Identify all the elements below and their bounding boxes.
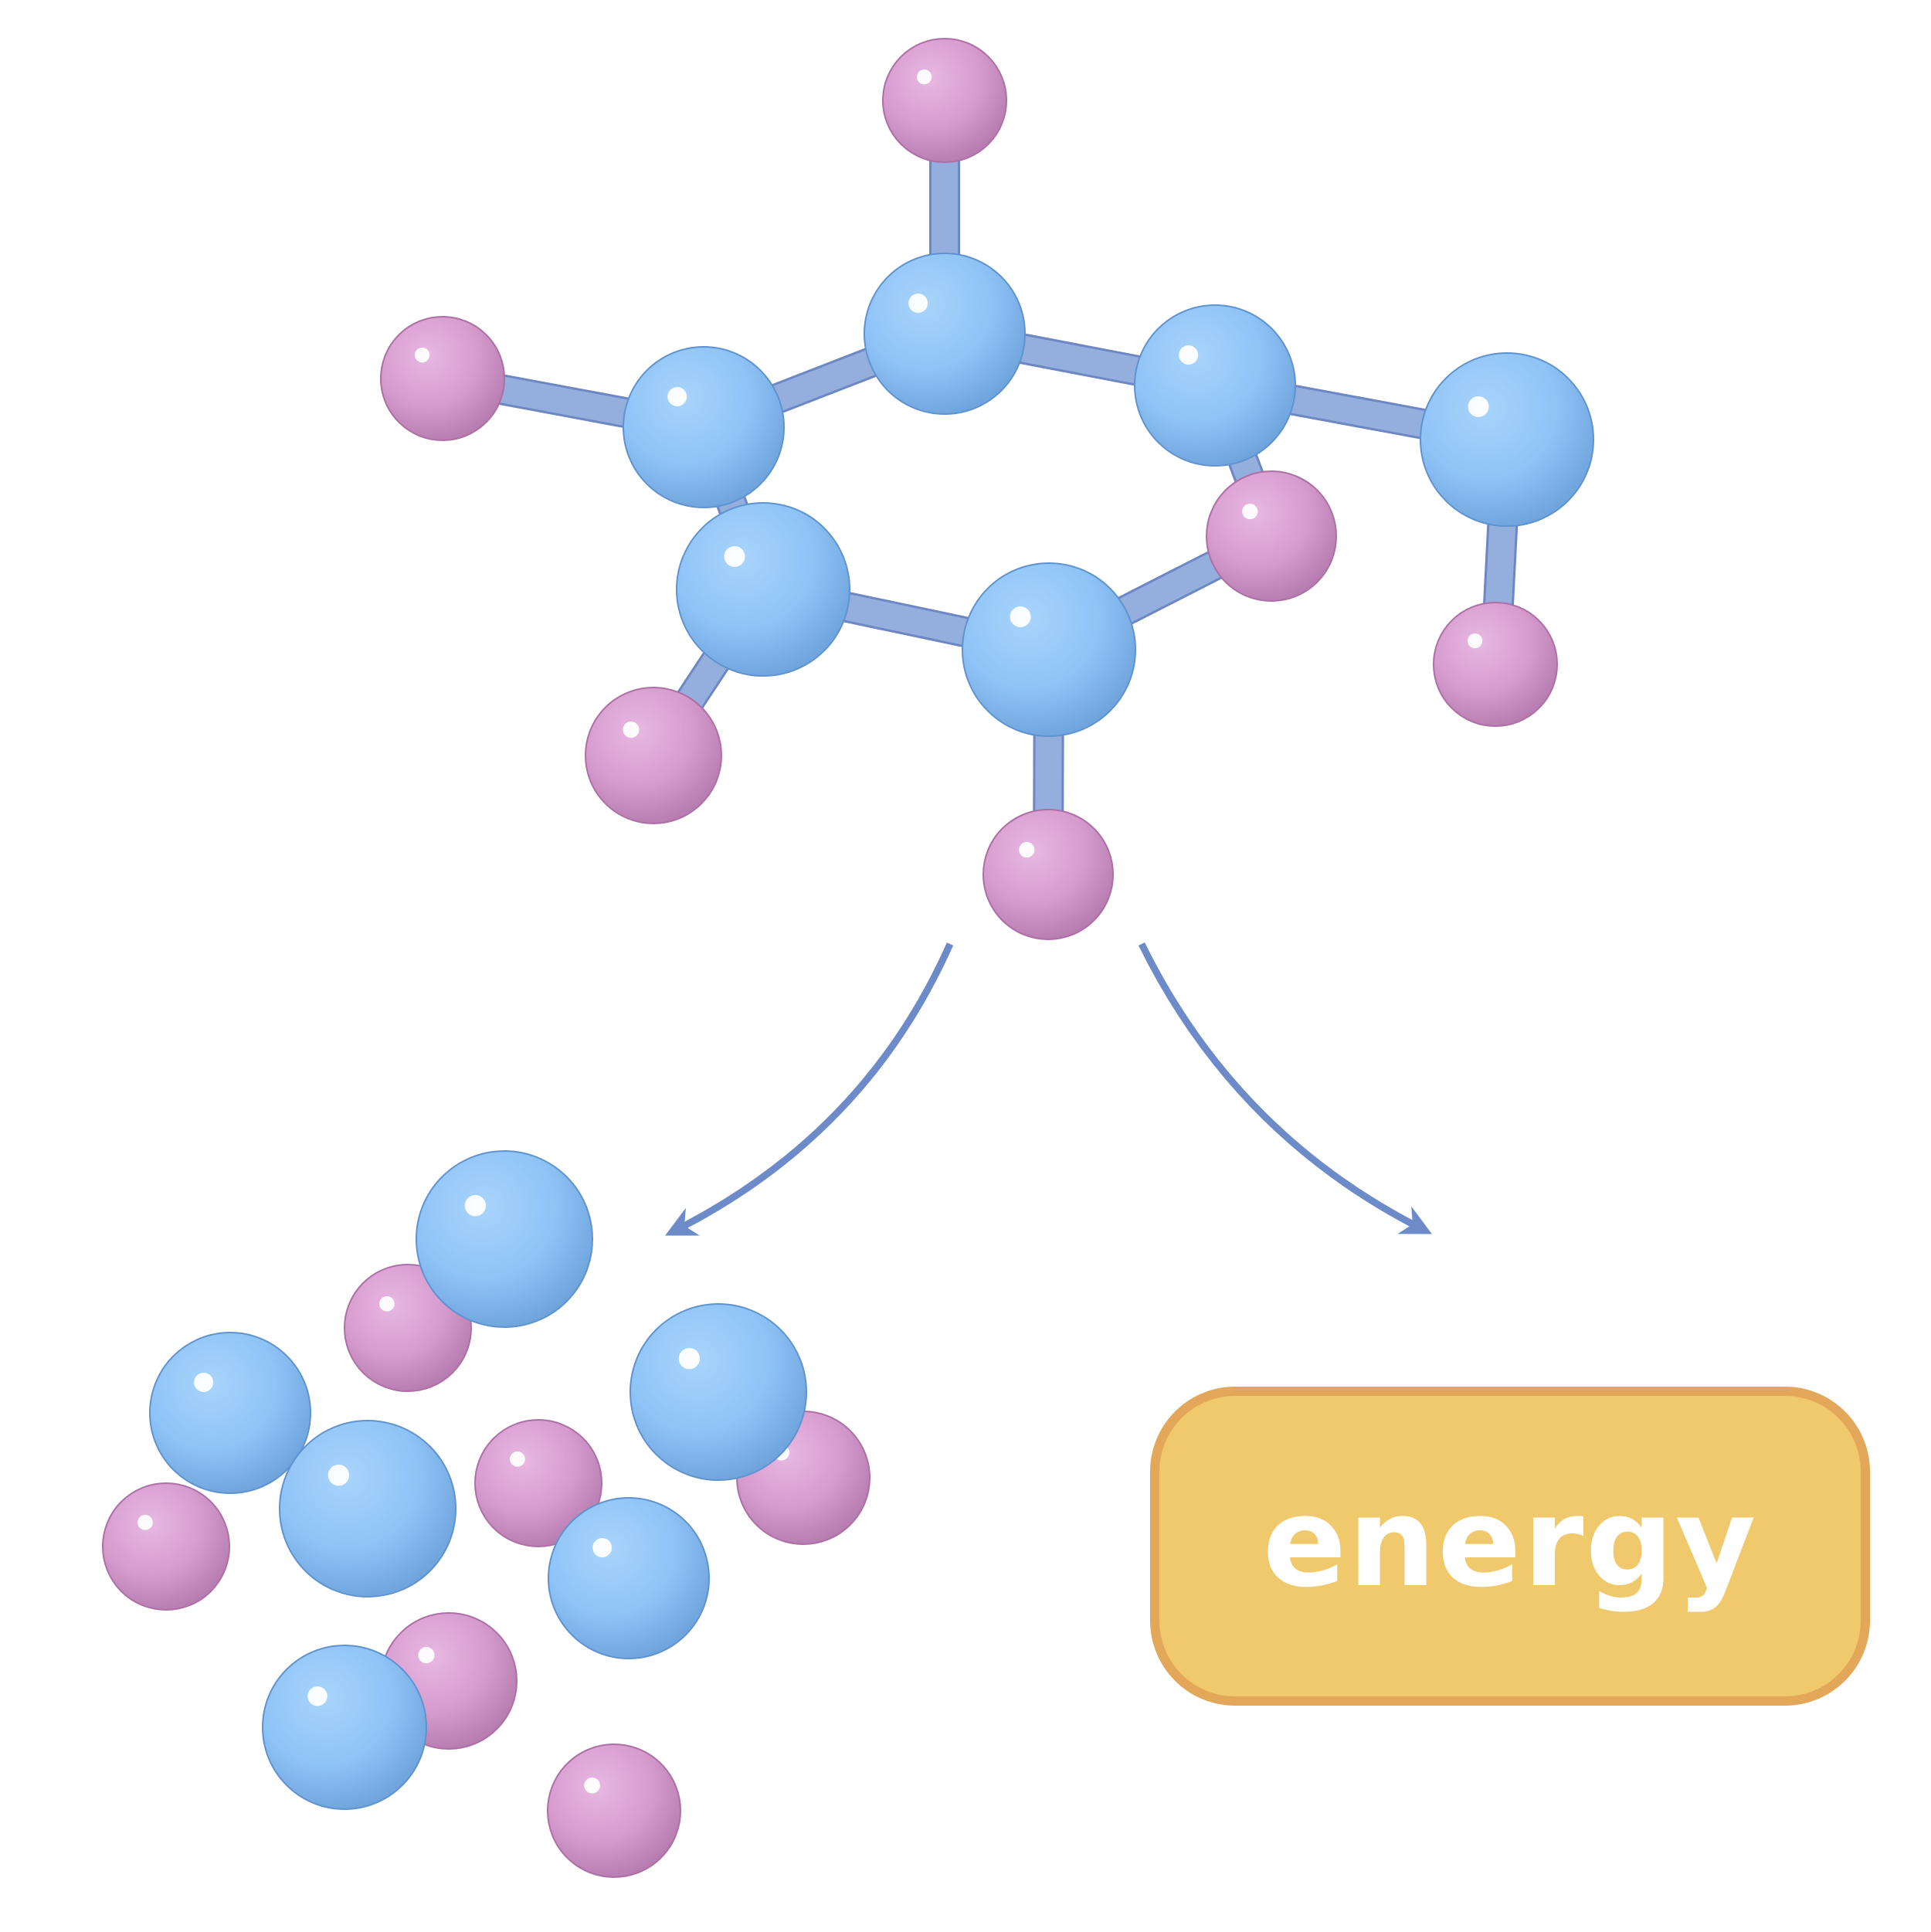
arrow-to-atoms <box>665 942 954 1236</box>
loose-carbon-atom-11 <box>262 1645 427 1810</box>
loose-carbon-atom-3 <box>149 1332 311 1494</box>
molecule-atoms <box>380 38 1594 940</box>
oxygen-atom-6 <box>982 809 1114 940</box>
energy-box: energy <box>1150 1387 1870 1706</box>
carbon-atom-3 <box>1134 304 1296 467</box>
loose-carbon-atom-8 <box>630 1303 807 1481</box>
oxygen-atom-2 <box>380 316 505 441</box>
oxygen-atom-3 <box>1206 470 1337 602</box>
loose-carbon-atom-9 <box>548 1497 710 1659</box>
loose-atoms <box>102 1150 870 1878</box>
carbon-atom-5 <box>676 502 850 677</box>
carbon-atom-4 <box>1420 352 1594 527</box>
energy-label: energy <box>1262 1469 1758 1615</box>
reaction-arrows <box>665 942 1432 1236</box>
loose-oxygen-atom-4 <box>102 1482 230 1611</box>
oxygen-atom-4 <box>1433 602 1558 727</box>
carbon-atom-1 <box>864 253 1026 415</box>
oxygen-atom-5 <box>585 687 722 824</box>
oxygen-atom-1 <box>882 38 1007 163</box>
carbon-atom-6 <box>962 562 1136 737</box>
carbon-atom-2 <box>623 346 785 508</box>
loose-oxygen-atom-6 <box>474 1419 602 1547</box>
loose-carbon-atom-5 <box>279 1420 456 1598</box>
arrow-to-energy <box>1138 942 1432 1234</box>
loose-carbon-atom-2 <box>416 1150 593 1328</box>
loose-oxygen-atom-12 <box>547 1744 681 1878</box>
